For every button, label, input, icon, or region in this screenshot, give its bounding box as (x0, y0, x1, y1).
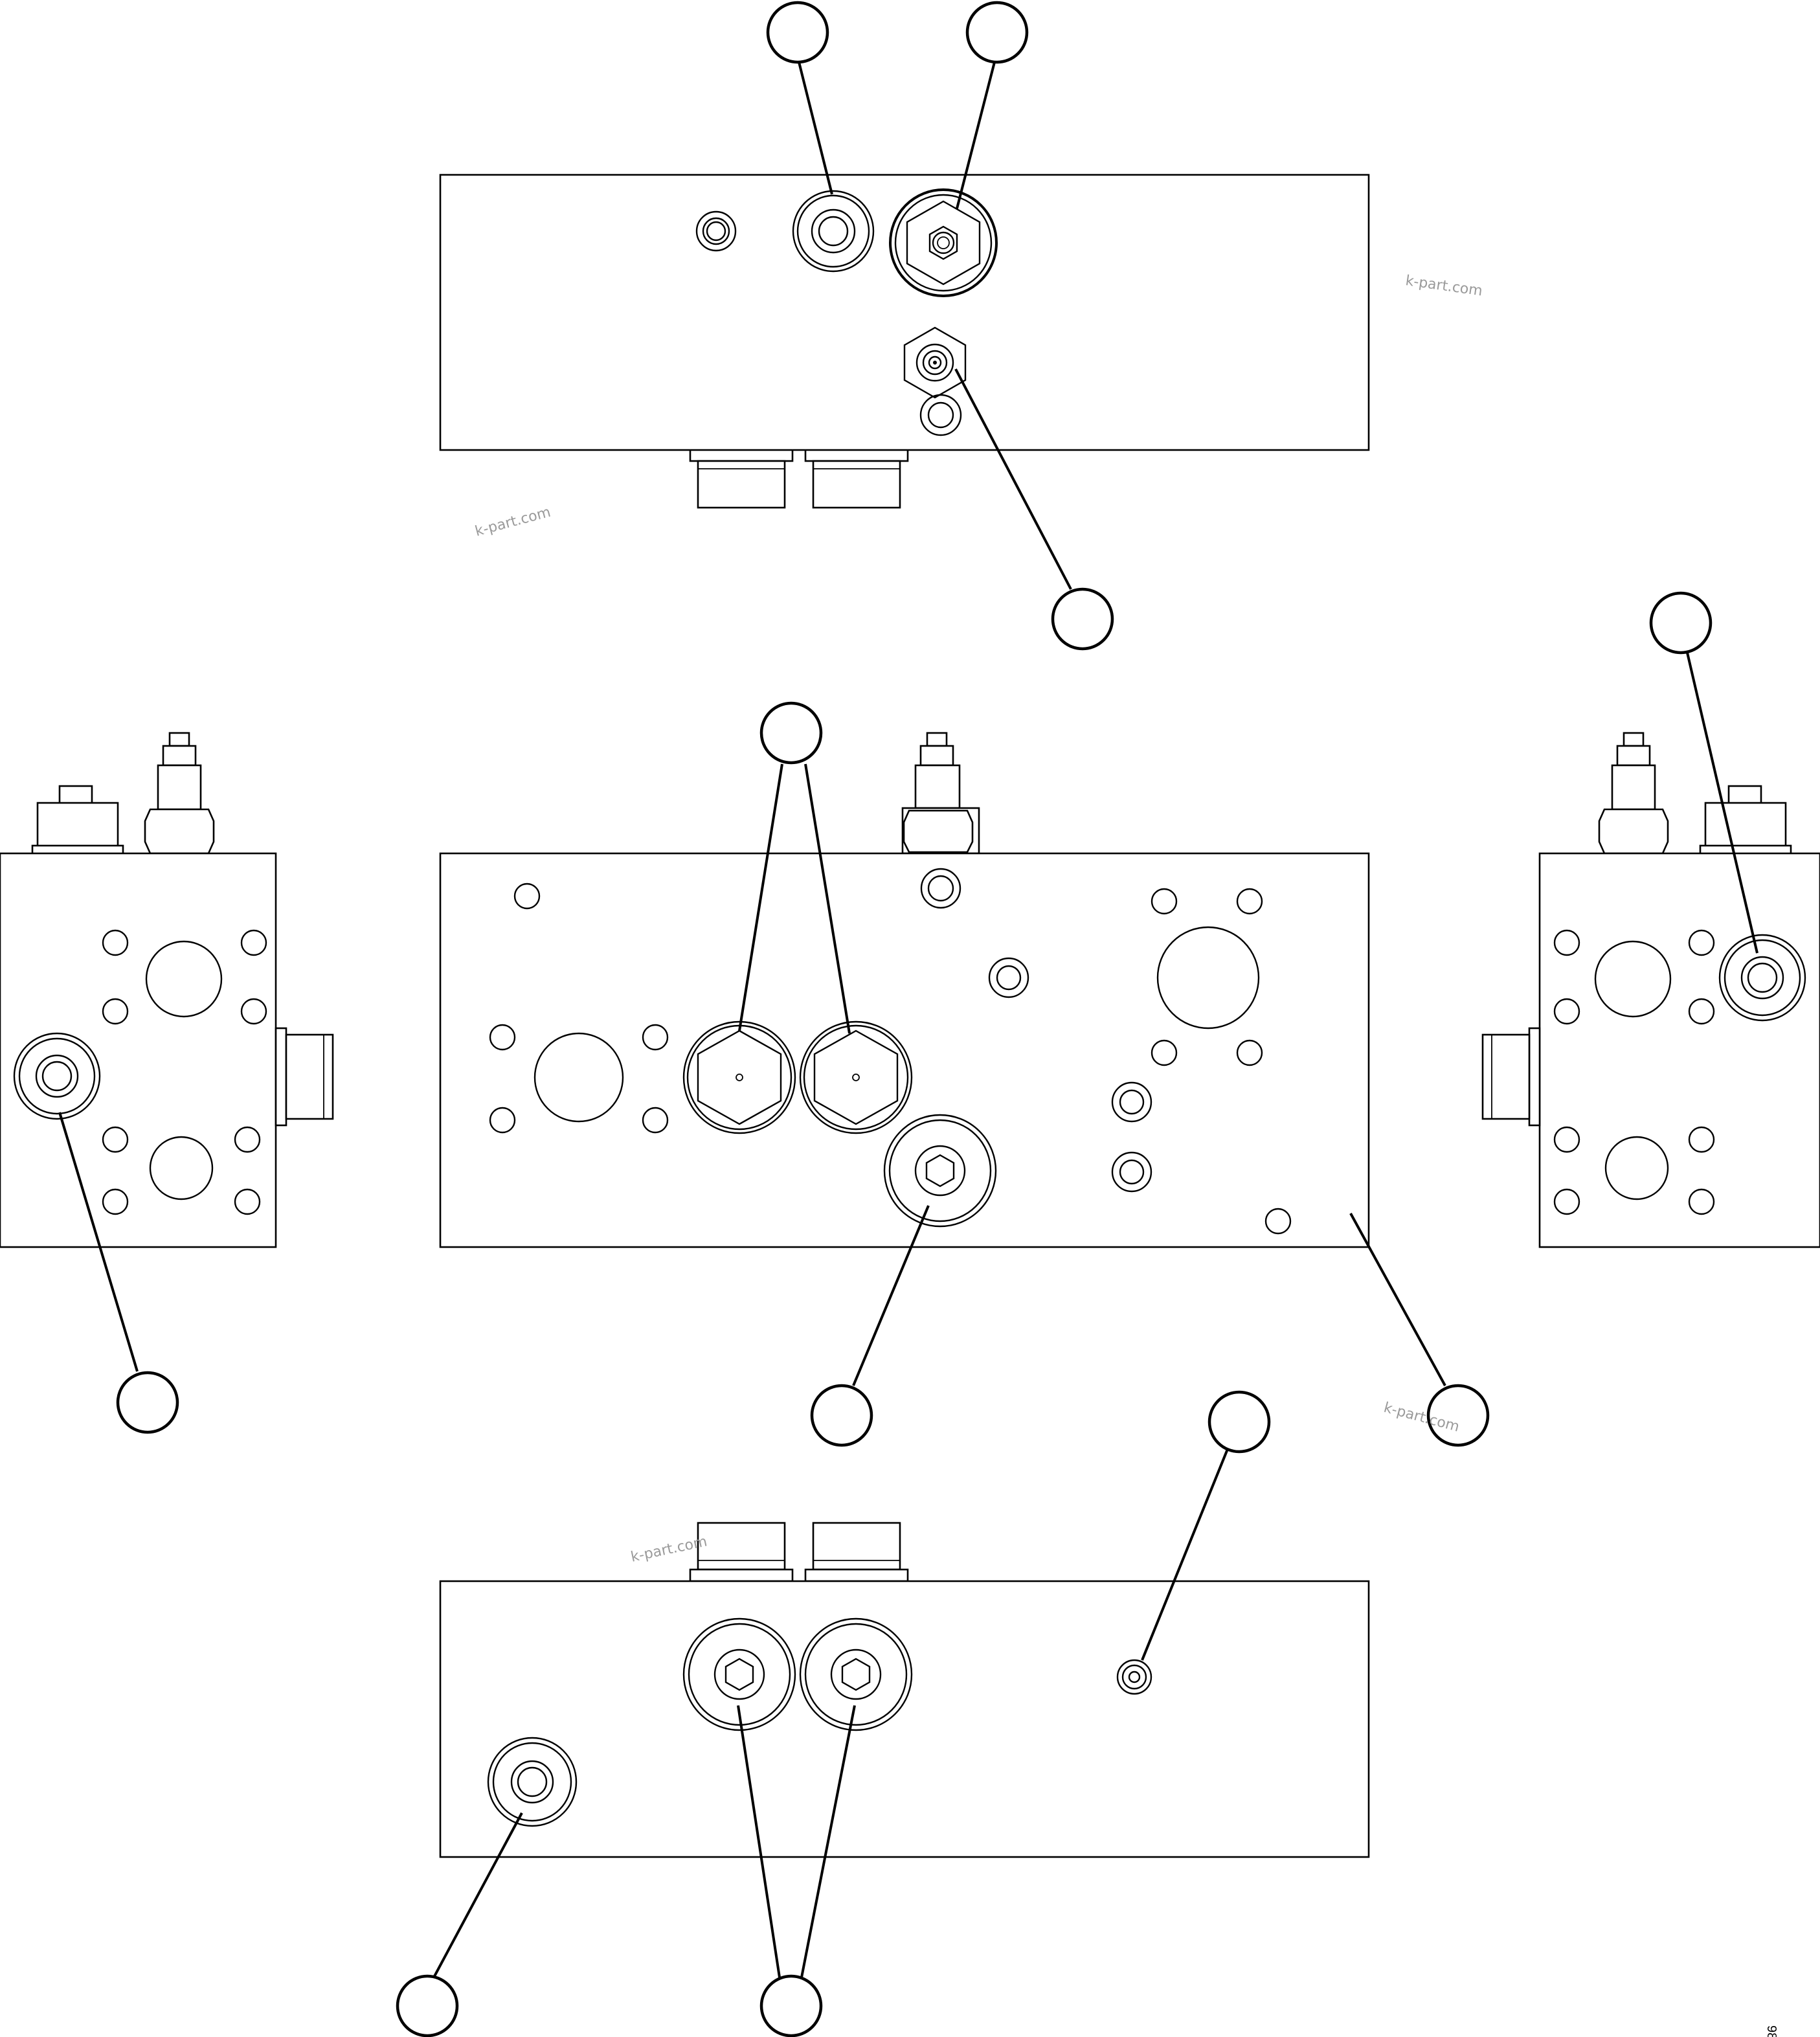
callout-top-right (965, 1, 1029, 64)
top-view-cartridge-valve (889, 188, 998, 297)
right-view-block (1538, 852, 1820, 1248)
front-view-hex-plug (883, 1114, 997, 1228)
front-view-hole-lower (1264, 1208, 1292, 1235)
right-view-side-port (1481, 1027, 1541, 1127)
right-view-plug (1718, 934, 1806, 1022)
top-view-port-right (804, 448, 909, 509)
bottom-view-port-right (804, 1522, 909, 1582)
callout-top-left (766, 1, 829, 64)
front-view (439, 732, 1370, 1248)
top-view-port-left (689, 448, 794, 509)
leader-lines (58, 62, 1758, 1978)
left-view-plug (13, 1032, 101, 1120)
top-view-plug (792, 190, 875, 273)
callout-left-view (116, 1371, 179, 1434)
callout-top-lower (1051, 587, 1114, 651)
callout-middle-right (1426, 1384, 1490, 1447)
front-view-plug-a (988, 957, 1029, 998)
callout-middle-bottom (810, 1384, 873, 1447)
right-view (1481, 732, 1820, 1248)
watermark-4: k-part.com (629, 1534, 708, 1566)
top-view-small-plug (695, 210, 737, 252)
front-view-cartridge-right (799, 1020, 913, 1134)
bottom-view-small-fitting (1116, 1659, 1152, 1695)
right-view-top-fitting-a (1598, 732, 1669, 855)
bottom-view-hex-plug-left (682, 1617, 796, 1731)
front-view-top-plug (920, 868, 961, 909)
watermark-1: k-part.com (1404, 273, 1483, 299)
left-view-top-fitting-b (144, 732, 215, 855)
bottom-view-hex-plug-right (799, 1617, 913, 1731)
left-view-side-port (275, 1027, 334, 1127)
callout-bottom-left (396, 1974, 459, 2037)
callout-middle-top (759, 701, 823, 765)
front-view-hole (513, 883, 541, 910)
front-view-bolt-holes-right (1151, 888, 1263, 1066)
front-view-top-fitting (901, 732, 980, 855)
left-view-block (0, 852, 277, 1248)
bottom-view-plug (487, 1737, 578, 1827)
top-view-small-fitting (903, 326, 967, 399)
callout-right-view (1649, 591, 1713, 655)
front-view-plug-c (1111, 1151, 1152, 1193)
left-view-bolt-holes (102, 929, 267, 1215)
front-view-bolt-holes-left (489, 1024, 669, 1134)
watermark-2: k-part.com (473, 504, 552, 540)
top-view-lower-plug (919, 394, 962, 436)
bottom-view-block (439, 1580, 1370, 1858)
bottom-view-port-left (689, 1522, 794, 1582)
left-view (0, 732, 334, 1248)
left-view-top-fitting-a (31, 785, 124, 856)
front-view-plug-b (1111, 1081, 1152, 1123)
top-view-block (439, 174, 1370, 451)
drawing-code: 9813 (1764, 2025, 1779, 2037)
callout-bottom-fitting (1208, 1390, 1271, 1454)
right-view-bolt-holes (1553, 929, 1715, 1215)
callout-bottom-center (759, 1974, 823, 2037)
callout-bubbles (116, 1, 1713, 2037)
right-view-top-fitting-b (1699, 785, 1792, 856)
bottom-view (439, 1522, 1370, 1858)
top-view (439, 174, 1370, 509)
